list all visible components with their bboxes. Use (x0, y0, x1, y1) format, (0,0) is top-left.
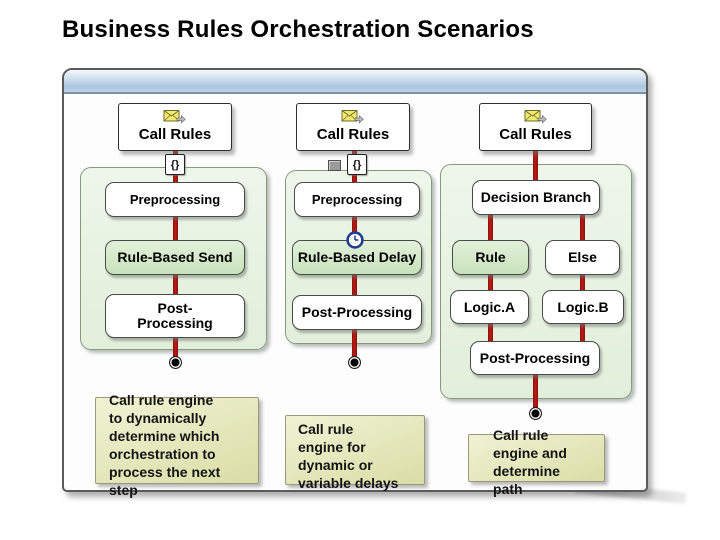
terminal-dot-3 (529, 407, 542, 420)
terminal-dot-1 (169, 356, 182, 369)
envelope-icon (341, 110, 364, 124)
step-preprocessing-2: Preprocessing (294, 182, 420, 217)
call-rules-box-1: Call Rules (118, 103, 232, 151)
call-rules-label: Call Rules (499, 126, 572, 143)
note-col3: Call rule engine and determine path (468, 427, 605, 497)
step-preprocessing-1: Preprocessing (105, 182, 245, 217)
step-rule: Rule (452, 240, 529, 275)
call-rules-label: Call Rules (138, 126, 212, 143)
connector-col3-branch-right (580, 215, 585, 343)
step-post-processing-2: Post-Processing (292, 295, 422, 330)
step-post-processing-3: Post-Processing (470, 341, 600, 375)
terminal-dot-2 (348, 356, 361, 369)
step-logic-b: Logic.B (542, 290, 624, 324)
marker-badge-icon (328, 160, 341, 171)
call-rules-label: Call Rules (316, 126, 390, 143)
step-logic-a: Logic.A (450, 290, 529, 324)
code-badge-icon: {} (347, 154, 367, 175)
note-col1: Call rule engine to dynamically determin… (95, 392, 259, 498)
code-badge-icon: {} (165, 154, 185, 175)
page-title: Business Rules Orchestration Scenarios (62, 16, 534, 43)
clock-icon (346, 231, 364, 249)
slide-frame: Call Rules {} Preprocessing Rule-Based S… (62, 68, 648, 498)
connector-col3-bottom (533, 375, 538, 409)
step-rule-based-send: Rule-Based Send (105, 240, 245, 275)
step-decision-branch: Decision Branch (472, 180, 600, 215)
note-col2: Call rule engine for dynamic or variable… (285, 415, 425, 491)
step-post-processing-1: Post- Processing (105, 294, 245, 338)
connector-col3-top (533, 149, 538, 183)
call-rules-box-3: Call Rules (479, 103, 592, 151)
slide-header-bar (64, 70, 646, 94)
envelope-icon (163, 110, 186, 124)
connector-col3-branch-left (488, 215, 493, 343)
step-else: Else (545, 240, 620, 275)
envelope-icon (524, 110, 547, 124)
call-rules-box-2: Call Rules (296, 103, 410, 151)
